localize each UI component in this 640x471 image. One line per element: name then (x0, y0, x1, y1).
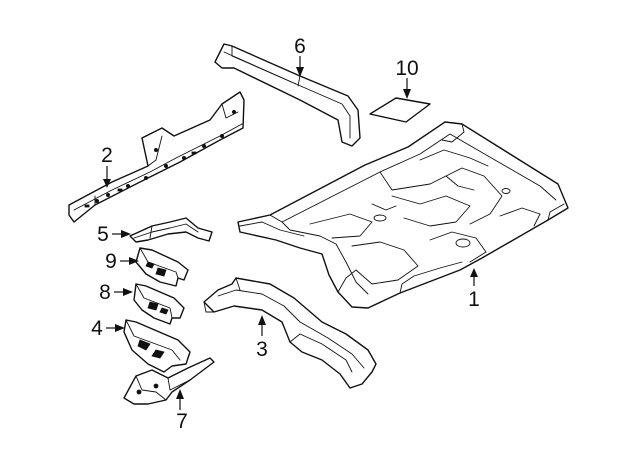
callout-5: 5 (97, 223, 109, 246)
insulator-pad (369, 97, 431, 123)
side-rail (68, 91, 245, 223)
callout-4: 4 (91, 317, 103, 340)
callout-7: 7 (176, 410, 188, 433)
callout-2: 2 (101, 144, 113, 167)
callout-labels: 1 2 3 4 5 6 7 8 9 10 (91, 35, 480, 433)
callout-8: 8 (99, 281, 111, 304)
reinforcement-4 (123, 319, 191, 373)
leader-lines (103, 56, 478, 410)
callout-10: 10 (395, 57, 418, 80)
bracket-5 (129, 217, 213, 243)
callout-1: 1 (468, 288, 480, 311)
reinforcement-9 (135, 247, 189, 287)
floor-pan (237, 121, 569, 309)
rear-floor-rail (203, 277, 377, 389)
reinforcement-8 (133, 283, 185, 325)
upper-rail (214, 43, 361, 147)
callout-3: 3 (256, 338, 268, 361)
callout-6: 6 (294, 35, 306, 58)
callout-9: 9 (105, 250, 117, 273)
bracket-7 (123, 357, 215, 405)
